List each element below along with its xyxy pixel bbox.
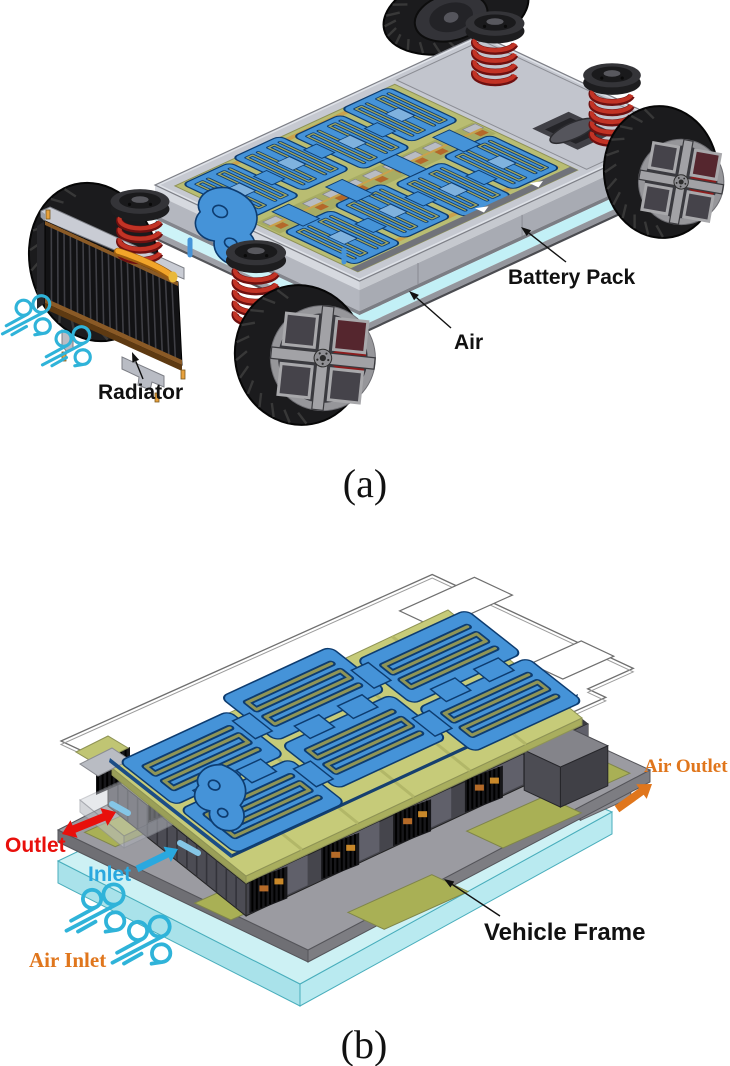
svg-text:Battery Pack: Battery Pack — [508, 266, 636, 289]
svg-text:Inlet: Inlet — [88, 863, 131, 886]
svg-text:Radiator: Radiator — [98, 381, 183, 404]
svg-text:Air: Air — [454, 331, 483, 354]
svg-text:Air Outlet: Air Outlet — [644, 756, 728, 777]
svg-text:(a): (a) — [343, 461, 387, 506]
svg-text:Air Inlet: Air Inlet — [29, 948, 106, 972]
svg-text:(b): (b) — [341, 1022, 388, 1066]
svg-text:Vehicle Frame: Vehicle Frame — [484, 919, 645, 946]
svg-text:Outlet: Outlet — [5, 834, 66, 857]
